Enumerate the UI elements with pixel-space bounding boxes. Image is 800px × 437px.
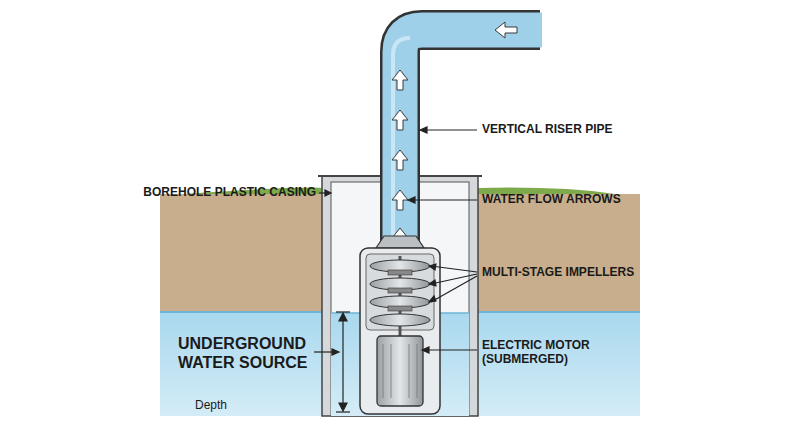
pump-housing (360, 248, 440, 414)
part-label: WATER FLOW ARROWS (482, 192, 652, 206)
part-label: ELECTRIC MOTOR (SUBMERGED) (482, 338, 602, 367)
part-label: VERTICAL RISER PIPE (482, 122, 652, 136)
part-label: BOREHOLE PLASTIC CASING (136, 185, 316, 199)
region-label: UNDERGROUND WATER SOURCE (178, 334, 312, 372)
electric-motor (377, 336, 423, 406)
part-label: MULTI-STAGE IMPELLERS (482, 265, 662, 279)
leader-lines (314, 127, 477, 355)
impellers (370, 260, 430, 326)
riser-pipe (400, 30, 540, 248)
dimension-label: Depth (195, 398, 255, 412)
depth-arrow (336, 312, 350, 412)
